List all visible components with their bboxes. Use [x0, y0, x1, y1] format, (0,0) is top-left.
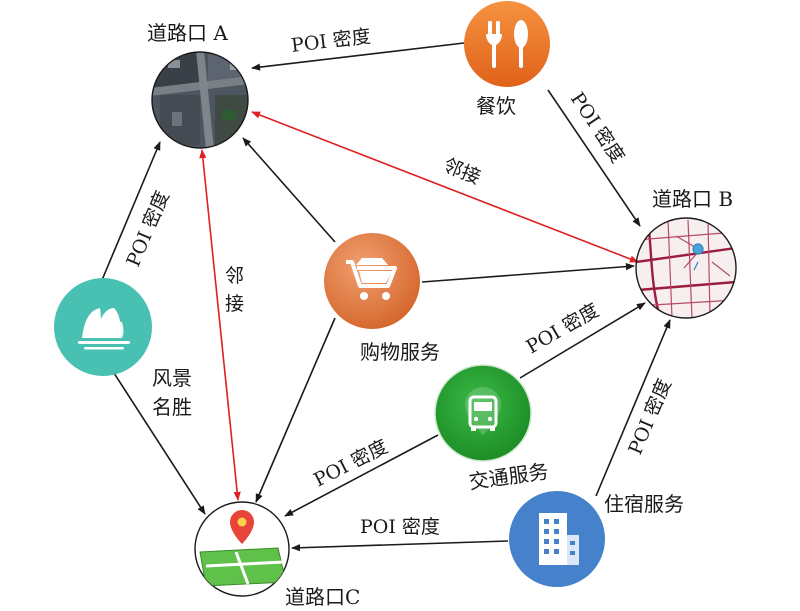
node-shopping[interactable]	[322, 231, 422, 331]
shopping-basket-icon	[346, 258, 397, 300]
edge-transport-to-b	[519, 302, 646, 379]
node-intersection-a[interactable]	[150, 50, 250, 150]
edge-label-adjacency-ab: 邻接	[440, 154, 483, 189]
edge-label-dining-a: POI 密度	[290, 25, 372, 57]
label-scenic-line2: 名胜	[152, 395, 192, 419]
node-dining[interactable]	[464, 1, 550, 87]
building-icon	[539, 513, 579, 565]
node-scenic[interactable]	[54, 278, 152, 376]
node-transport[interactable]	[434, 364, 532, 462]
node-intersection-b[interactable]	[635, 217, 737, 319]
edge-label-adjacency-ac-1: 邻	[225, 265, 244, 287]
edge-shopping-to-a	[242, 137, 336, 243]
edge-label-adjacency-ac-2: 接	[225, 293, 244, 315]
bus-icon	[465, 387, 501, 435]
label-dining: 餐饮	[476, 94, 516, 118]
edge-lodging-to-b	[595, 319, 671, 497]
label-intersection-a: 道路口 A	[147, 21, 228, 45]
adjacency-edges	[199, 111, 639, 501]
edge-transport-to-c	[284, 434, 439, 517]
edge-label-lodging-b: POI 密度	[624, 376, 675, 458]
satellite-image-icon	[152, 52, 248, 148]
node-lodging[interactable]	[509, 491, 605, 587]
edge-shopping-to-c	[255, 317, 336, 503]
label-transport: 交通服务	[467, 459, 550, 494]
label-intersection-b: 道路口 B	[652, 187, 733, 211]
edge-scenic-to-a	[101, 141, 161, 281]
edge-shopping-to-b	[421, 263, 635, 283]
edge-label-lodging-c: POI 密度	[360, 516, 440, 538]
edge-label-dining-b: POI 密度	[566, 88, 629, 167]
fork-spoon-icon	[486, 20, 528, 68]
label-intersection-c: 道路口C	[285, 585, 360, 609]
edge-adjacency-a-c	[199, 149, 241, 501]
street-map-icon	[636, 218, 736, 318]
label-lodging: 住宿服务	[604, 492, 684, 516]
label-scenic-line1: 风景	[152, 366, 192, 390]
node-intersection-c[interactable]	[194, 501, 290, 597]
edge-adjacency-a-b	[251, 111, 639, 263]
label-shopping: 购物服务	[360, 340, 440, 364]
edge-dining-to-a	[251, 42, 465, 71]
edge-label-transport-c: POI 密度	[310, 436, 391, 492]
map-pin-icon	[199, 510, 287, 587]
sail-landmark-icon	[78, 308, 130, 350]
edge-label-transport-b: POI 密度	[523, 299, 603, 358]
edge-scenic-to-c	[111, 369, 206, 515]
edge-lodging-to-c	[291, 540, 509, 552]
edge-label-scenic-a: POI 密度	[122, 188, 173, 270]
